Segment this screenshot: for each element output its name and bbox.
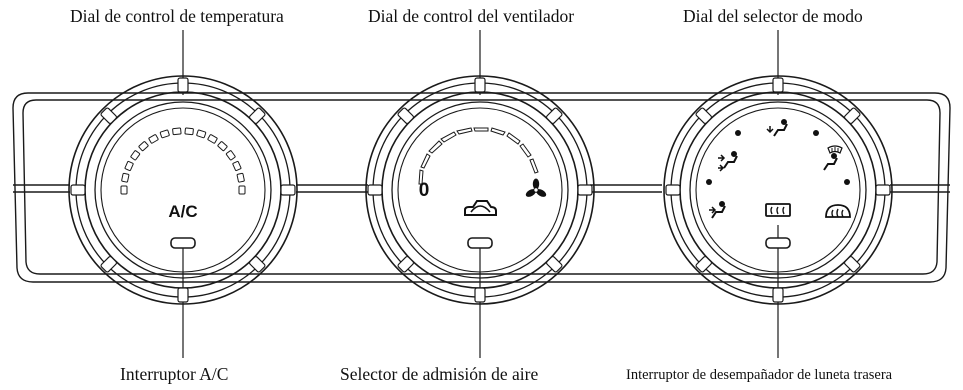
panel-housing xyxy=(12,92,951,283)
mode-dial-label: Dial del selector de modo xyxy=(683,6,863,26)
fan-off-text: 0 xyxy=(419,180,430,201)
recirculation-car-icon xyxy=(464,200,497,216)
temperature-dial-label: Dial de control de temperatura xyxy=(70,6,284,26)
fan-icon xyxy=(525,178,547,197)
temperature-dial[interactable]: A/C xyxy=(68,75,298,305)
fan-dial[interactable]: 0 xyxy=(365,75,595,305)
temperature-arc-segments xyxy=(120,127,246,195)
front-defroster-icon xyxy=(825,204,851,218)
face-feet-vent-icon xyxy=(718,151,738,172)
face-vent-icon xyxy=(709,201,726,219)
ac-switch-button[interactable] xyxy=(170,237,196,249)
ac-switch-label: Interruptor A/C xyxy=(120,364,229,384)
ac-text: A/C xyxy=(168,202,197,221)
air-intake-selector-button[interactable] xyxy=(467,237,493,249)
rear-defogger-switch-label: Interruptor de desempañador de luneta tr… xyxy=(626,367,893,383)
mode-position-dots xyxy=(706,130,850,185)
fan-dial-label: Dial de control del ventilador xyxy=(368,6,575,26)
rear-defogger-icon xyxy=(765,203,791,217)
feet-vent-icon xyxy=(766,119,788,137)
air-intake-selector-label: Selector de admisión de aire xyxy=(340,364,539,384)
feet-defrost-vent-icon xyxy=(823,145,843,171)
rear-defogger-switch-button[interactable] xyxy=(765,237,791,249)
mode-selector-dial[interactable] xyxy=(663,75,893,305)
fan-speed-arc-segments xyxy=(418,127,539,185)
